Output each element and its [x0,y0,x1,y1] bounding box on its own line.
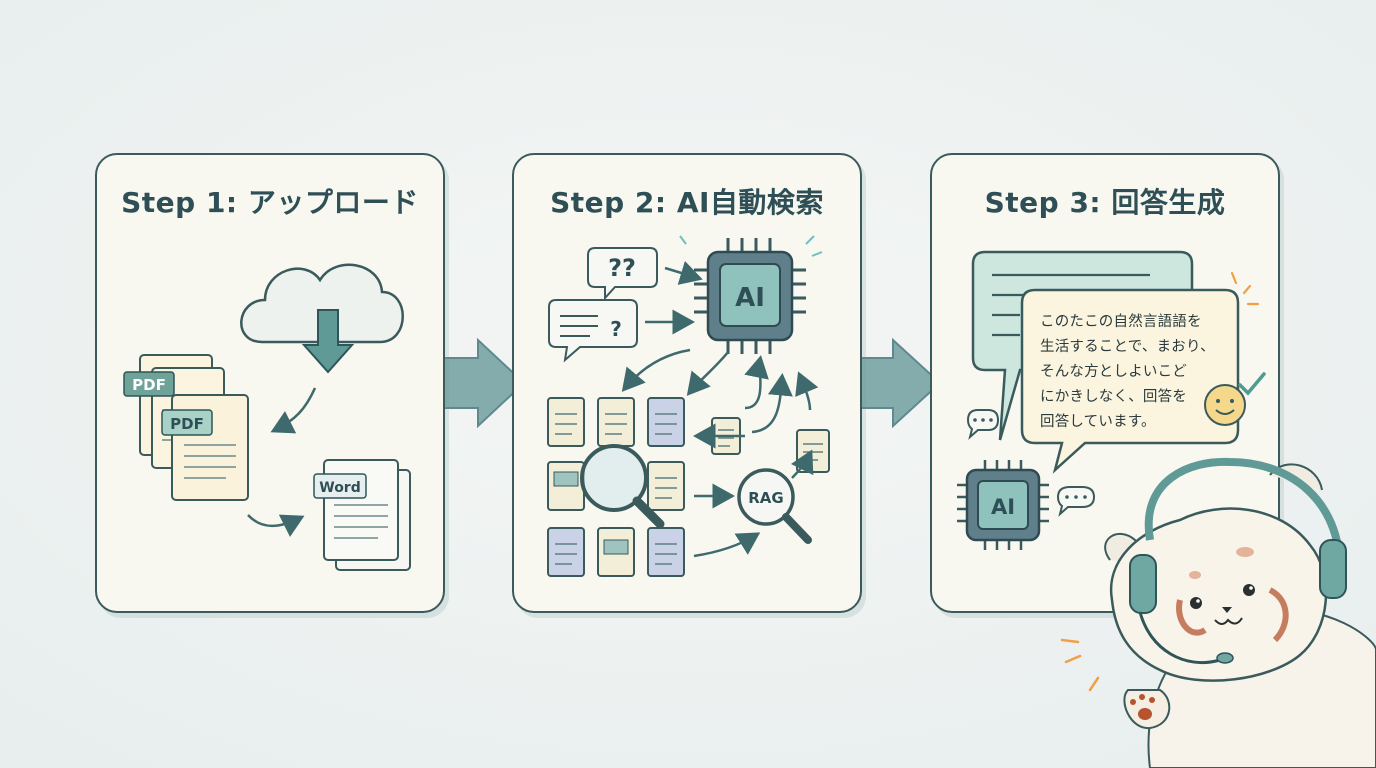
pdf-document-stack: PDF PDF [123,354,249,501]
step3-title: Step 3: 回答生成 [984,186,1226,219]
arrow-icon [270,387,317,434]
document-grid [547,397,685,577]
ai-chip-label: AI [735,283,765,313]
answer-bubble [1020,288,1240,474]
pdf-label-2: PDF [170,415,204,433]
flow-arrows [621,348,819,558]
pdf-label-1: PDF [132,376,166,394]
step1-title: Step 1: アップロード [121,186,419,219]
answer-line: 回答しています。 [1040,414,1156,430]
typing-bubble-icon [966,409,1000,440]
answer-line: このたこの自然言語語を [1040,314,1202,330]
step2-title: Step 2: AI自動検索 [550,186,824,219]
answer-line: そんな方としよいこど [1040,364,1187,380]
arrow-icon [247,514,305,538]
answer-line: にかきしなく、回答を [1040,389,1187,405]
cloud-upload-icon [240,263,404,374]
magnifier-icon [580,444,665,529]
small-document-icon [711,417,830,473]
word-label: Word [319,480,361,496]
question-marks: ?? [608,254,636,282]
word-document: Word [313,459,411,571]
question-bubble-icon: ?? [587,247,658,301]
typing-bubble-icon [1056,486,1096,517]
answer-line: 生活することで、まおり、 [1040,339,1215,355]
arrow-icon [664,260,703,285]
ai-chip-small-icon: AI [957,460,1049,550]
message-bubble-icon: ? [548,299,638,363]
smiley-check-icon [1204,271,1266,426]
rag-magnifier-icon: RAG [737,468,812,544]
question-mark: ? [610,317,622,341]
ai-chip-icon: AI [679,235,823,354]
rag-label: RAG [748,489,783,507]
red-panda-mascot [1060,457,1376,768]
answer-text: このたこの自然言語語を 生活することで、まおり、 そんな方としよいこど にかきし… [1040,310,1226,435]
ai-chip-small-label: AI [991,495,1015,519]
